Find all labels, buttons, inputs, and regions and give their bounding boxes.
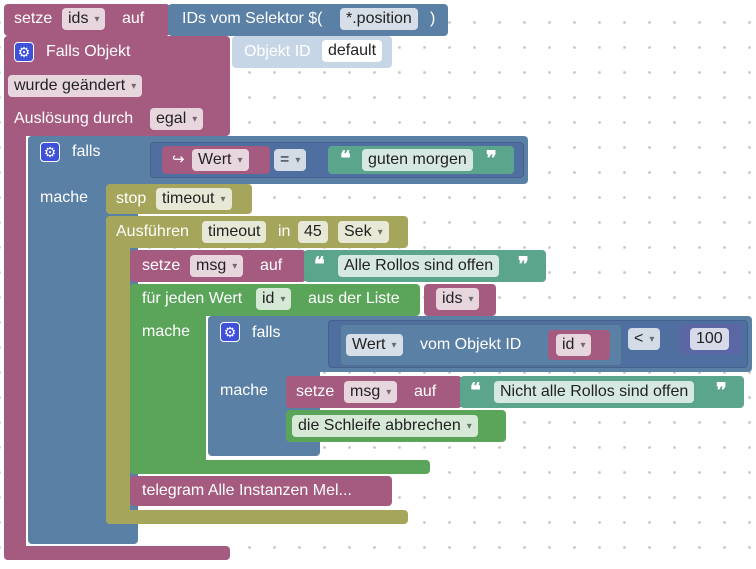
foreach-variable-dropdown[interactable]: id bbox=[256, 288, 292, 310]
timer-label: Ausführen bbox=[116, 223, 189, 240]
set-ids-auf-label: auf bbox=[122, 10, 145, 27]
object-id-label: Objekt ID bbox=[244, 43, 311, 60]
set-msg2-label: setze bbox=[296, 383, 335, 400]
trigger-condition-dropdown[interactable]: wurde geändert bbox=[8, 75, 143, 97]
selector-close-label: ) bbox=[430, 10, 436, 27]
timer-in-label: in bbox=[278, 223, 291, 240]
foreach-from-label: aus der Liste bbox=[308, 290, 400, 307]
trigger-mode-label: Auslösung durch bbox=[14, 110, 134, 127]
if-outer-mache-label: mache bbox=[40, 189, 89, 206]
trigger-mode-dropdown[interactable]: egal bbox=[150, 108, 204, 130]
close-quote-icon-2: ❞ bbox=[518, 254, 529, 276]
trigger-title: Falls Objekt bbox=[46, 43, 131, 60]
compare-operator-dropdown-2[interactable]: < bbox=[628, 328, 661, 350]
object-id-field[interactable]: default bbox=[322, 40, 383, 62]
trigger-gear-icon[interactable]: ⚙ bbox=[14, 42, 34, 62]
timer-name-field[interactable]: timeout bbox=[202, 221, 267, 243]
text-alle-rollos-field[interactable]: Alle Rollos sind offen bbox=[338, 255, 500, 277]
foreach-block-spine bbox=[130, 284, 206, 474]
compare-operator-dropdown[interactable]: = bbox=[274, 149, 307, 171]
set-msg1-label: setze bbox=[142, 257, 181, 274]
set-ids-variable-dropdown[interactable]: ids bbox=[62, 8, 106, 30]
telegram-label: telegram Alle Instanzen Mel... bbox=[142, 482, 352, 499]
timer-block-spine bbox=[106, 216, 130, 524]
if-inner-gear-icon[interactable]: ⚙ bbox=[220, 322, 240, 342]
open-quote-icon: ❝ bbox=[340, 148, 351, 170]
selector-field[interactable]: *.position bbox=[340, 8, 418, 30]
telegram-block[interactable] bbox=[130, 476, 392, 506]
break-loop-dropdown[interactable]: die Schleife abbrechen bbox=[292, 415, 478, 437]
object-attribute-dropdown[interactable]: Wert bbox=[346, 334, 403, 356]
timer-unit-dropdown[interactable]: Sek bbox=[338, 221, 389, 243]
list-ids-dropdown[interactable]: ids bbox=[436, 288, 480, 310]
if-outer-falls-label: falls bbox=[72, 143, 101, 160]
foreach-block-foot bbox=[130, 460, 430, 474]
stop-timer-dropdown[interactable]: timeout bbox=[156, 188, 232, 210]
open-quote-icon-2: ❝ bbox=[314, 254, 325, 276]
trigger-block-spine bbox=[4, 36, 26, 560]
close-quote-icon-3: ❞ bbox=[716, 380, 727, 402]
open-quote-icon-3: ❝ bbox=[470, 380, 481, 402]
text-guten-morgen-field[interactable]: guten morgen bbox=[362, 149, 473, 171]
foreach-mache-label: mache bbox=[142, 323, 191, 340]
stop-label: stop bbox=[116, 190, 147, 207]
trigger-value-dropdown[interactable]: Wert bbox=[192, 149, 249, 171]
foreach-label: für jeden Wert bbox=[142, 290, 243, 307]
if-inner-falls-label: falls bbox=[252, 324, 281, 341]
close-quote-icon: ❞ bbox=[486, 148, 497, 170]
set-msg1-variable-dropdown[interactable]: msg bbox=[190, 255, 244, 277]
selector-label: IDs vom Selektor $( bbox=[182, 10, 323, 27]
timer-value-field[interactable]: 45 bbox=[298, 221, 328, 243]
object-value-label: vom Objekt ID bbox=[420, 336, 522, 353]
number-field[interactable]: 100 bbox=[690, 328, 729, 350]
set-msg2-variable-dropdown[interactable]: msg bbox=[344, 381, 398, 403]
return-arrow-icon: ↪ bbox=[172, 151, 185, 168]
set-ids-label: setze bbox=[14, 10, 53, 27]
if-inner-mache-label: mache bbox=[220, 382, 269, 399]
id-variable-dropdown[interactable]: id bbox=[556, 334, 592, 356]
text-nicht-alle-field[interactable]: Nicht alle Rollos sind offen bbox=[494, 381, 695, 403]
if-outer-gear-icon[interactable]: ⚙ bbox=[40, 142, 60, 162]
timer-block-foot bbox=[106, 510, 408, 524]
trigger-block-foot bbox=[4, 546, 230, 560]
set-msg2-auf-label: auf bbox=[414, 383, 437, 400]
set-msg1-auf-label: auf bbox=[260, 257, 283, 274]
